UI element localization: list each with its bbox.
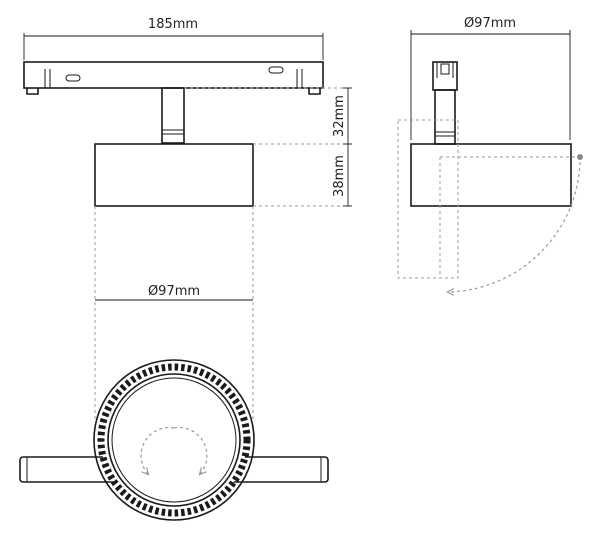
- pivot-point-icon: [577, 154, 583, 160]
- lamp-body-front: [94, 143, 254, 207]
- lamp-body-side: [410, 143, 572, 207]
- side-view: Ø97mm: [397, 16, 583, 292]
- dimension-diameter-side: Ø97mm: [410, 16, 571, 140]
- rotation-arrow-icon: [140, 426, 208, 474]
- lens-ring: [111, 377, 237, 503]
- dimension-185mm: 185mm: [23, 17, 324, 60]
- label-body-38mm: 38mm: [332, 155, 347, 197]
- gear-teeth: [97, 363, 251, 517]
- outer-ring: [93, 359, 255, 521]
- track-adapter: [23, 61, 324, 95]
- bottom-view: [19, 359, 329, 521]
- dimension-diameter-front: Ø97mm: [95, 284, 253, 301]
- dimension-heights: 32mm 38mm: [332, 87, 352, 207]
- stem: [161, 87, 185, 144]
- label-width-185mm: 185mm: [148, 17, 198, 32]
- tilted-body-ghost: [397, 119, 459, 279]
- front-view: 185mm: [23, 17, 352, 420]
- label-diameter-side: Ø97mm: [464, 16, 516, 31]
- tilt-arrow-icon: [448, 161, 581, 292]
- inner-ring: [107, 373, 241, 507]
- side-adapter-stem: [432, 61, 458, 145]
- label-stem-32mm: 32mm: [332, 95, 347, 137]
- label-diameter-front: Ø97mm: [148, 284, 200, 299]
